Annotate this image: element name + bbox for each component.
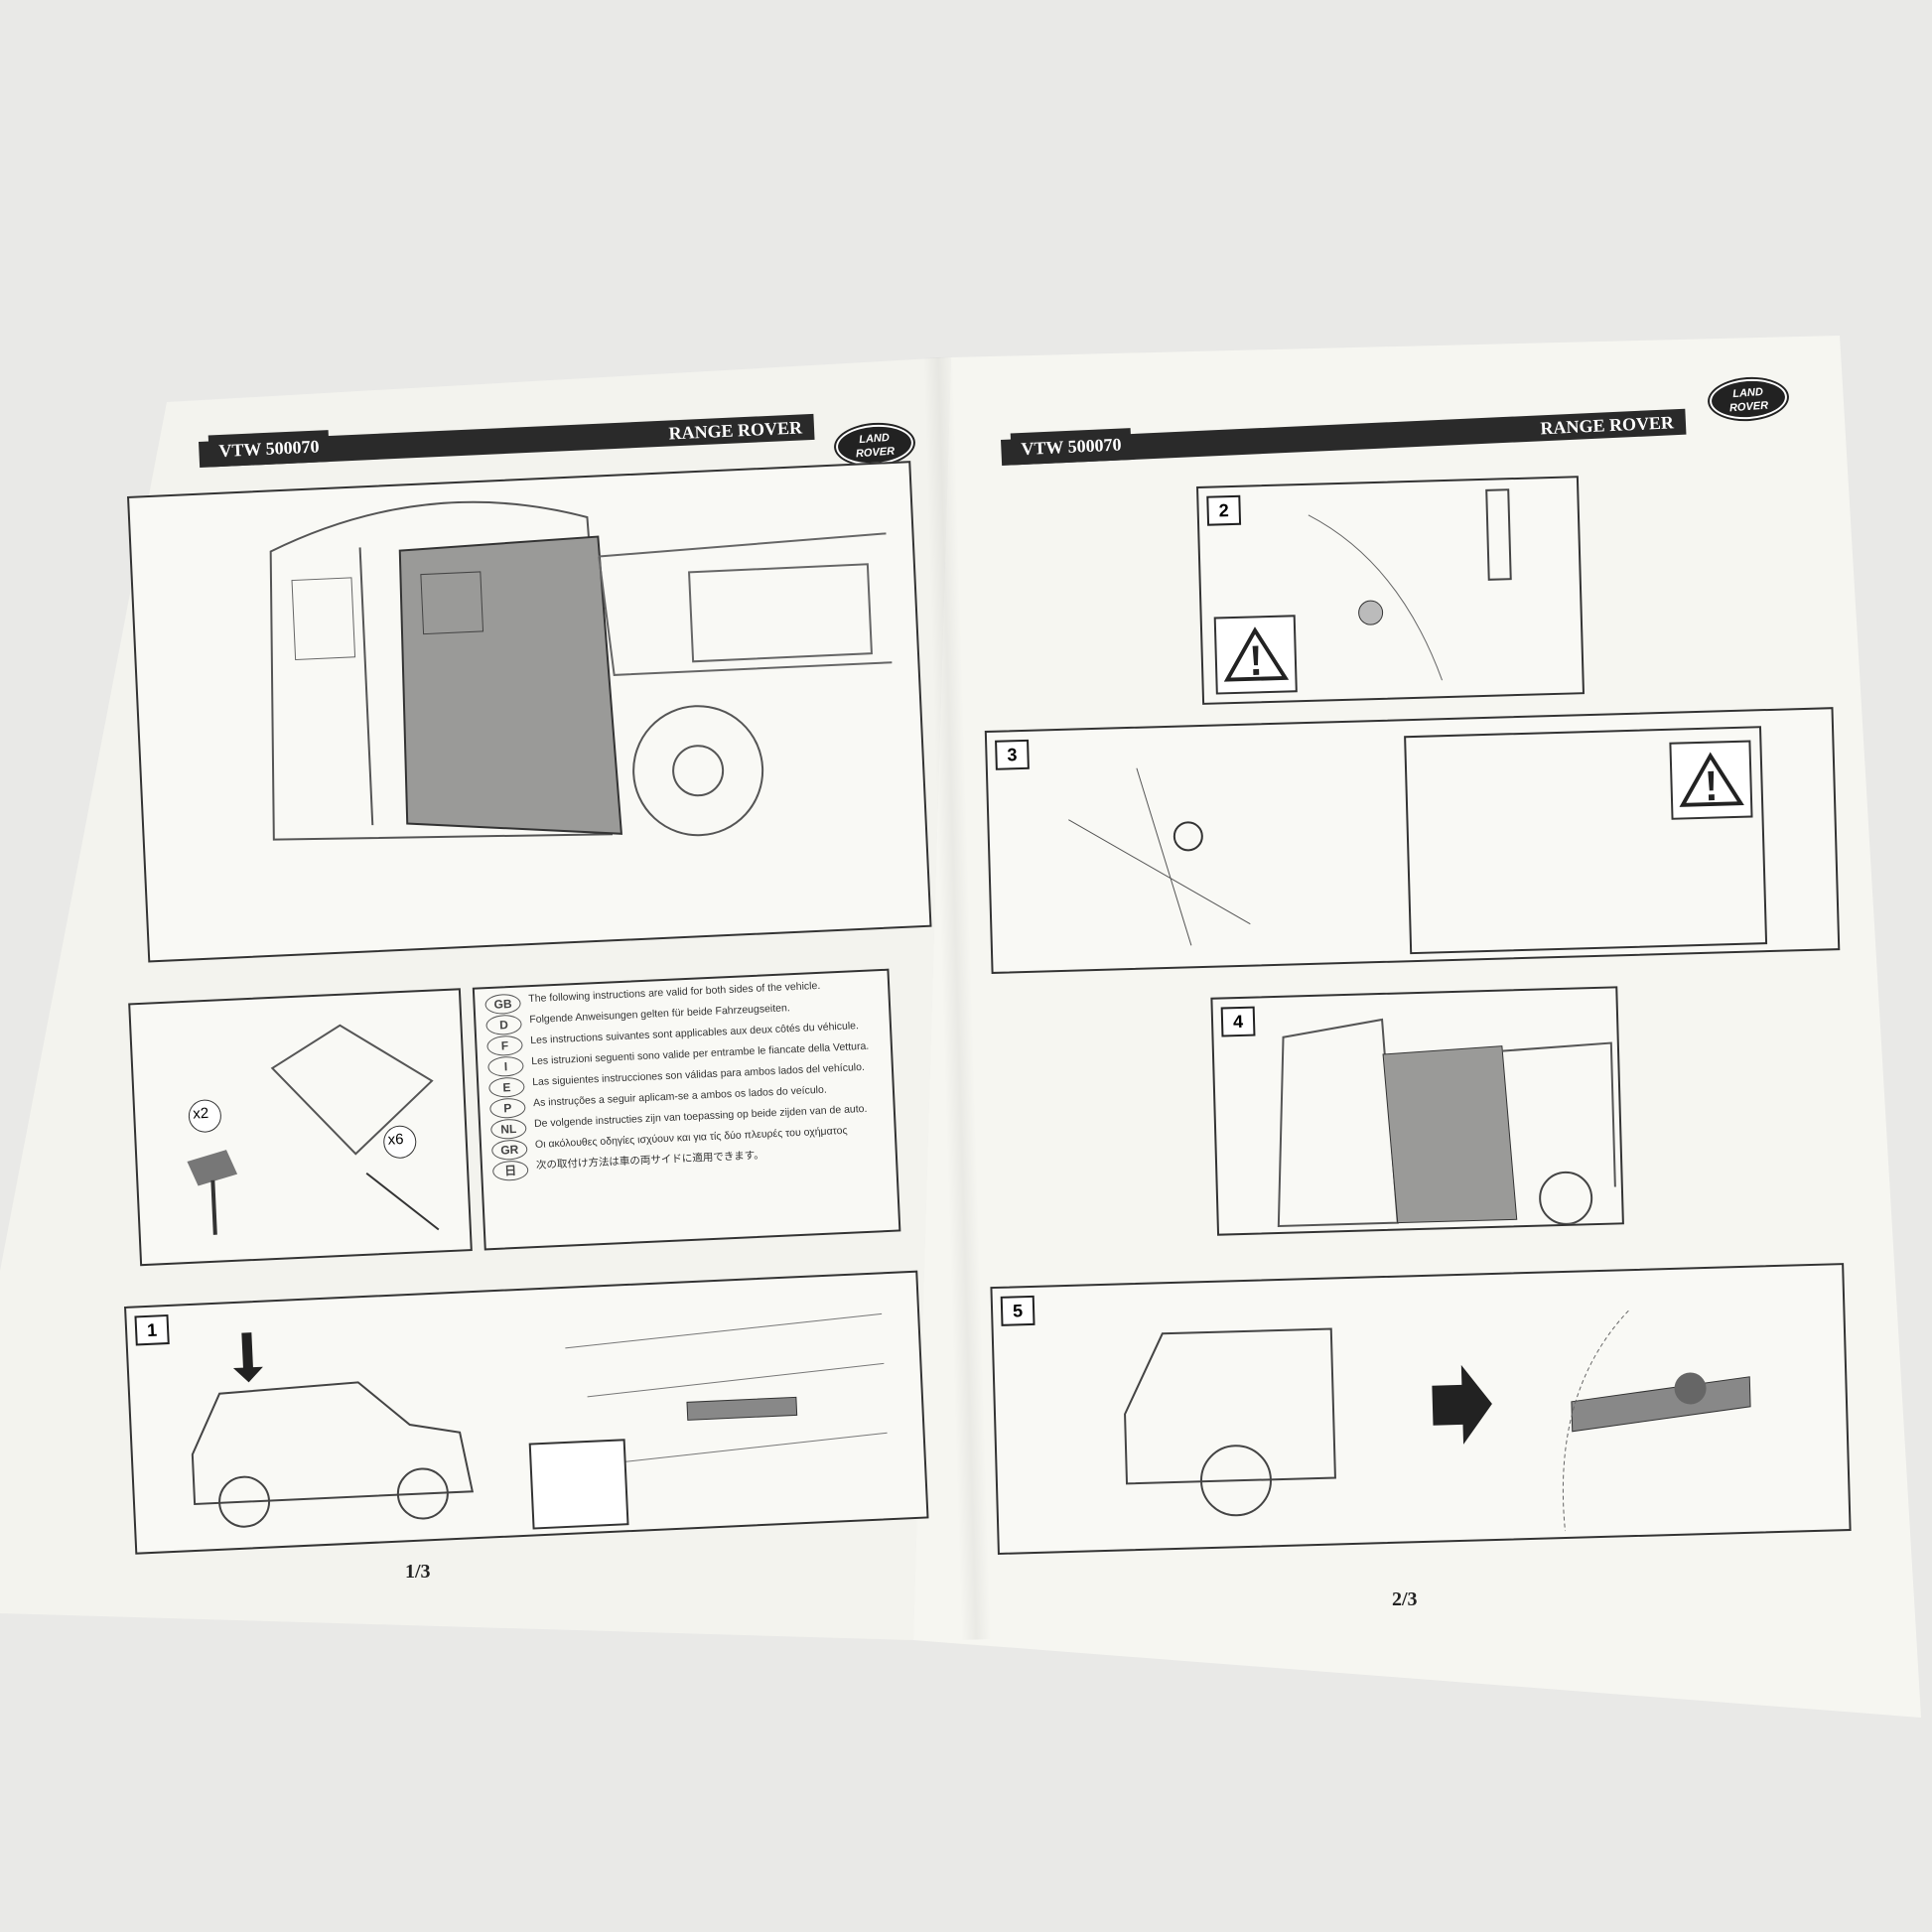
step-4-panel: 4 xyxy=(1210,986,1624,1236)
warning-icon xyxy=(1669,740,1753,820)
language-code: 日 xyxy=(491,1160,529,1181)
knob-quantity: x2 xyxy=(192,1104,209,1123)
step-number: 1 xyxy=(134,1313,170,1346)
language-code: P xyxy=(488,1097,526,1120)
part-code: VTW 500070 xyxy=(1010,428,1133,466)
arrow-right-icon xyxy=(1432,1364,1492,1445)
warning-icon xyxy=(1213,615,1298,695)
page-number: 1/3 xyxy=(405,1561,431,1583)
step-4-drawing xyxy=(1277,1018,1616,1228)
language-code: F xyxy=(486,1035,523,1057)
language-notes: GB The following instructions are valid f… xyxy=(472,968,901,1251)
language-code: I xyxy=(487,1055,524,1078)
language-code: GB xyxy=(484,993,522,1016)
language-text: The following instructions are valid for… xyxy=(528,979,821,1006)
step-3-detail xyxy=(1404,726,1768,955)
part-code: VTW 500070 xyxy=(207,430,331,468)
step-5-drawing xyxy=(1124,1310,1751,1532)
awning-car-drawing xyxy=(269,500,893,841)
step-2-drawing xyxy=(1308,488,1512,681)
step-2-panel: 2 xyxy=(1196,476,1585,705)
brand-title: RANGE ROVER xyxy=(1540,412,1675,439)
page-number: 2/3 xyxy=(1392,1588,1418,1610)
parts-drawing xyxy=(187,1024,440,1235)
brand-title: RANGE ROVER xyxy=(668,417,803,444)
peg-quantity: x6 xyxy=(387,1131,404,1149)
step-3-panel: 3 xyxy=(984,707,1841,974)
step-3-drawing xyxy=(1068,767,1251,946)
language-code: GR xyxy=(490,1139,528,1162)
language-code: E xyxy=(487,1076,525,1099)
step-1-drawing xyxy=(191,1312,888,1530)
step-5-panel: 5 xyxy=(990,1263,1852,1556)
parts-panel: x2 x6 xyxy=(128,988,473,1267)
hero-illustration xyxy=(127,461,932,963)
language-code: NL xyxy=(489,1118,527,1141)
language-code: D xyxy=(485,1014,522,1036)
step-1-panel: 1 xyxy=(124,1270,929,1555)
